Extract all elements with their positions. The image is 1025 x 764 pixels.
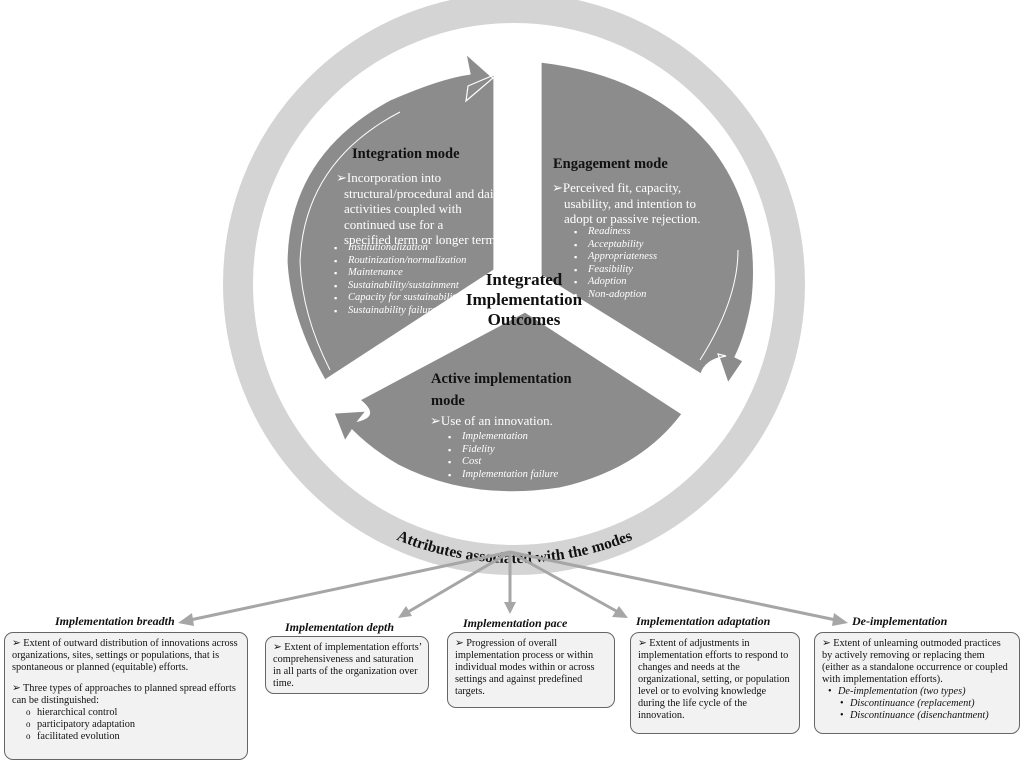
box-text: ➢ Extent of outward distribution of inno… xyxy=(12,638,238,673)
list-item: Sustainability/sustainment xyxy=(334,280,474,293)
list-item: Adoption xyxy=(574,276,694,289)
engagement-mode-bullets: Readiness Acceptability Appropriateness … xyxy=(574,226,694,301)
heading-implementation-depth: Implementation depth xyxy=(285,620,395,634)
list-item: De-implementation (two types) xyxy=(828,686,1013,698)
box-text: ➢ Three types of approaches to planned s… xyxy=(12,683,236,706)
heading-implementation-adaptation: Implementation adaptation xyxy=(636,614,771,628)
center-title-line: Implementation xyxy=(465,290,583,309)
list-item: participatory adaptation xyxy=(26,718,241,731)
list-item: Maintenance xyxy=(334,267,474,280)
engagement-mode-segment xyxy=(540,61,755,385)
active-implementation-bullets: Implementation Fidelity Cost Implementat… xyxy=(448,431,578,481)
integration-mode-description: ➢Incorporation into structural/procedura… xyxy=(336,170,506,248)
active-implementation-title: Active implementation mode xyxy=(431,368,572,412)
approach-list: hierarchical control participatory adapt… xyxy=(12,706,241,743)
list-item: Appropriateness xyxy=(574,251,694,264)
engagement-mode-title: Engagement mode xyxy=(553,156,668,172)
heading-implementation-breadth: Implementation breadth xyxy=(55,614,175,628)
list-item: Feasibility xyxy=(574,264,694,277)
implementation-adaptation-box: ➢ Extent of adjustments in implementatio… xyxy=(630,632,800,734)
heading-de-implementation: De-implementation xyxy=(852,614,948,628)
desc-line: usability, and intention to xyxy=(564,195,697,211)
integration-mode-bullets: Institutionalization Routinization/norma… xyxy=(334,242,474,317)
list-item: hierarchical control xyxy=(26,706,241,719)
list-item: Readiness xyxy=(574,226,694,239)
list-item: facilitated evolution xyxy=(26,730,241,743)
engagement-mode-description: ➢Perceived fit, capacity, usability, and… xyxy=(552,180,722,227)
list-item: Implementation xyxy=(448,431,578,444)
desc-line: ➢Perceived fit, capacity, xyxy=(552,180,682,195)
implementation-depth-box: ➢ Extent of implementation efforts’ comp… xyxy=(265,636,429,694)
desc-line: activities coupled with xyxy=(344,201,462,216)
active-implementation-description: ➢Use of an innovation. xyxy=(430,413,553,428)
list-item: Cost xyxy=(448,456,578,469)
center-title: Integrated Implementation Outcomes xyxy=(454,270,594,330)
discontinuance-list: Discontinuance (replacement) Discontinua… xyxy=(822,698,1013,722)
center-title-line: Integrated xyxy=(485,270,563,289)
list-item: Acceptability xyxy=(574,239,694,252)
attribute-arrows xyxy=(178,550,848,626)
list-item: Fidelity xyxy=(448,444,578,457)
box-text: ➢ Extent of implementation efforts’ comp… xyxy=(273,642,422,689)
list-item: Sustainability failure xyxy=(334,305,474,318)
box-text: ➢ Progression of overall implementation … xyxy=(455,638,595,697)
box-text: ➢ Extent of adjustments in implementatio… xyxy=(638,638,790,721)
title-line: Active implementation xyxy=(431,371,572,387)
list-item: Capacity for sustainability xyxy=(334,292,474,305)
implementation-breadth-box: ➢ Extent of outward distribution of inno… xyxy=(4,632,248,760)
de-implementation-types: De-implementation (two types) xyxy=(822,686,1013,698)
integration-mode-title: Integration mode xyxy=(352,146,460,162)
desc-line: ➢Incorporation into xyxy=(336,170,442,185)
list-item: Routinization/normalization xyxy=(334,255,474,268)
list-item: Non-adoption xyxy=(574,289,694,302)
list-item: Institutionalization xyxy=(334,242,474,255)
desc-line: continued use for a xyxy=(344,216,444,232)
heading-implementation-pace: Implementation pace xyxy=(463,616,568,630)
outer-ring xyxy=(223,0,805,575)
title-line: mode xyxy=(431,393,465,409)
list-item: Discontinuance (disenchantment) xyxy=(840,710,1013,722)
list-item: Implementation failure xyxy=(448,469,578,482)
active-implementation-segment xyxy=(333,311,683,493)
desc-line: adopt or passive rejection. xyxy=(564,211,701,226)
center-title-line: Outcomes xyxy=(487,310,561,329)
desc-line: structural/procedural and daily xyxy=(344,185,504,201)
box-text: ➢ Extent of unlearning outmoded practice… xyxy=(822,638,1008,685)
list-item: Discontinuance (replacement) xyxy=(840,698,1013,710)
implementation-pace-box: ➢ Progression of overall implementation … xyxy=(447,632,615,708)
de-implementation-box: ➢ Extent of unlearning outmoded practice… xyxy=(814,632,1020,734)
